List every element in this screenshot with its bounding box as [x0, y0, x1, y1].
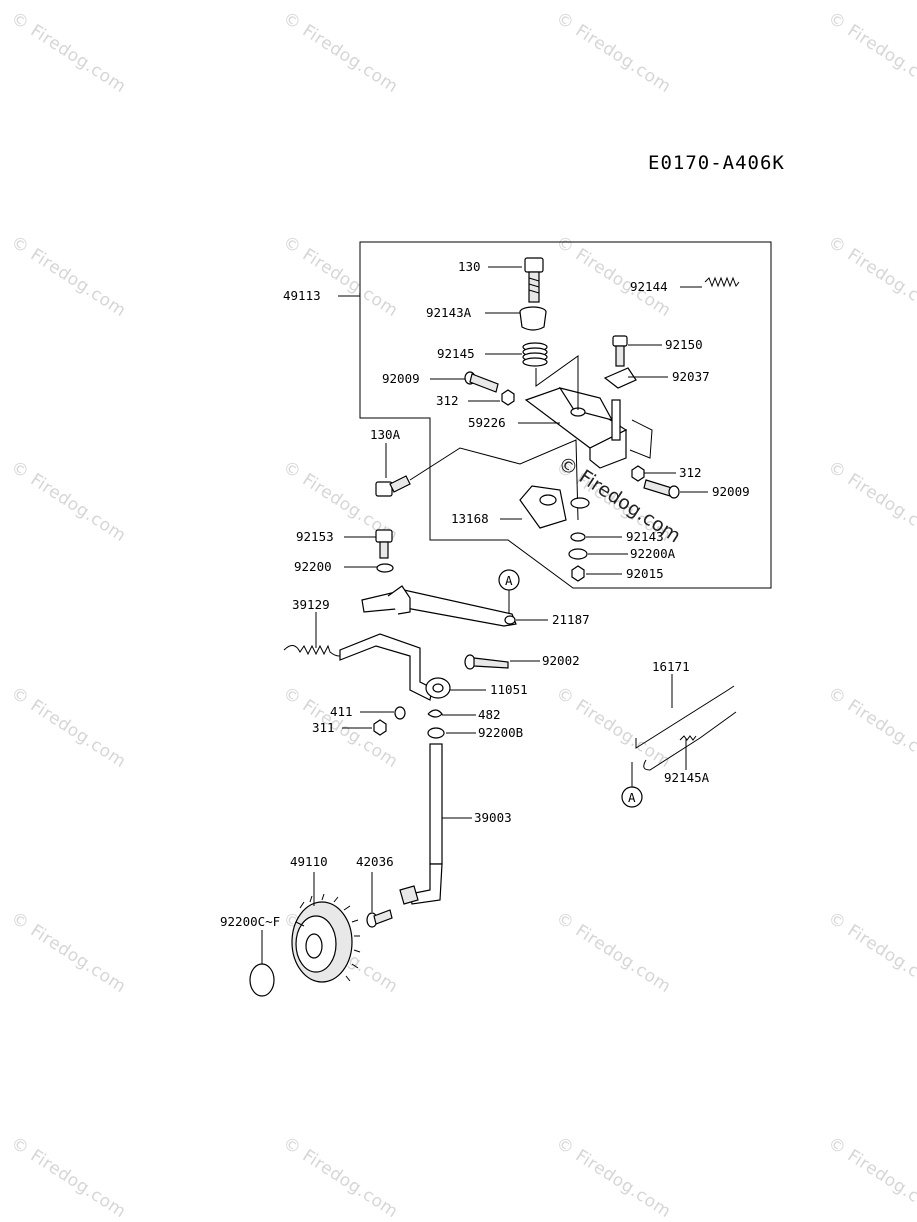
rod-16171: [635, 685, 737, 771]
leader-lines: [261, 266, 708, 964]
label-92002: 92002: [542, 653, 580, 668]
gear-49110: [291, 893, 361, 983]
nut-312-upper: [501, 389, 515, 406]
shaft-39003: [399, 743, 443, 905]
bolt-92009-upper: [464, 371, 499, 393]
label-411: 411: [330, 704, 353, 719]
nut-311: [373, 719, 387, 736]
bolt-130: [524, 257, 544, 303]
bracket-11051: [339, 633, 451, 701]
diagram-code: E0170-A406K: [648, 152, 785, 174]
bolt-92153: [375, 529, 393, 559]
collar-92143A: [519, 306, 547, 331]
label-11051: 11051: [490, 682, 528, 697]
washer-411: [394, 706, 406, 720]
label-21187: 21187: [552, 612, 590, 627]
label-92153: 92153: [296, 529, 334, 544]
label-92144: 92144: [630, 279, 668, 294]
label-39003: 39003: [474, 810, 512, 825]
block-13168: [519, 485, 590, 529]
bolt-130A: [375, 475, 411, 497]
label-49110: 49110: [290, 854, 328, 869]
label-312-upper: 312: [436, 393, 459, 408]
leader-59226: [535, 355, 579, 410]
washer-92200A: [568, 548, 588, 560]
label-92015: 92015: [626, 566, 664, 581]
label-311: 311: [312, 720, 335, 735]
spring-92145: [522, 342, 548, 367]
washer-92200C: [249, 963, 275, 997]
label-92143A: 92143A: [426, 305, 472, 320]
label-482: 482: [478, 707, 501, 722]
label-59226: 59226: [468, 415, 506, 430]
label-92009-upper: 92009: [382, 371, 420, 386]
washer-92143: [570, 532, 586, 542]
bolt-92002: [464, 654, 509, 670]
washer-92200B: [427, 727, 445, 739]
leader-130A: [409, 439, 579, 521]
label-92200C: 92200C~F: [220, 914, 280, 929]
bolt-92009-lower: [643, 479, 680, 499]
label-13168: 13168: [451, 511, 489, 526]
spring-92144: [704, 276, 740, 288]
label-92145A: 92145A: [664, 770, 710, 785]
label-16171: 16171: [652, 659, 690, 674]
clip-482: [427, 709, 443, 718]
label-49113: 49113: [283, 288, 321, 303]
nut-92015: [571, 565, 585, 582]
nut-312-lower: [631, 465, 645, 482]
label-92200B: 92200B: [478, 725, 523, 740]
label-92009-lower: 92009: [712, 484, 750, 499]
washer-92200: [376, 563, 394, 573]
label-92200A: 92200A: [630, 546, 676, 561]
assembly-frame: [359, 241, 772, 589]
label-92143: 92143: [626, 529, 664, 544]
label-39129: 39129: [292, 597, 330, 612]
label-92145: 92145: [437, 346, 475, 361]
label-130A: 130A: [370, 427, 401, 442]
label-92200: 92200: [294, 559, 332, 574]
plate-92037: [603, 367, 637, 389]
label-92037: 92037: [672, 369, 710, 384]
bracket-59226: [524, 387, 653, 469]
bolt-92150: [612, 335, 628, 367]
lever-21187: [361, 585, 517, 627]
label-312-lower: 312: [679, 465, 702, 480]
spring-39129: [283, 644, 347, 657]
label-42036: 42036: [356, 854, 394, 869]
label-130: 130: [458, 259, 481, 274]
marker-a-top-label: A: [505, 573, 513, 588]
label-92150: 92150: [665, 337, 703, 352]
pin-42036: [366, 909, 393, 928]
marker-a-bottom-label: A: [628, 790, 636, 805]
part-labels: 130 92144 49113 92143A 92145 92150 92009…: [220, 259, 750, 929]
